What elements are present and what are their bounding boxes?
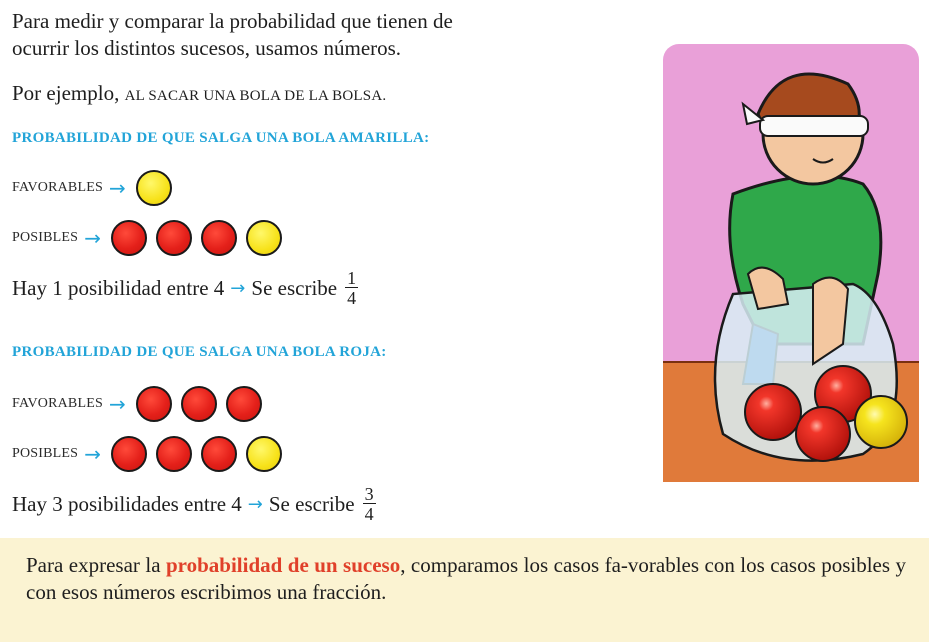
conclusion-box: Para expresar la probabilidad de un suce…: [0, 538, 929, 642]
yellow-ball: [245, 220, 282, 256]
arrow-right-icon: →: [84, 226, 101, 250]
blindfold: [759, 115, 869, 137]
result-text: Hay 1 posibilidad entre 4: [12, 275, 225, 300]
intro-line-1: Para medir y comparar la probabilidad qu…: [12, 9, 453, 33]
fraction: 1 4: [345, 268, 359, 308]
red-ball: [110, 220, 147, 256]
arrow-right-icon: →: [108, 176, 126, 200]
red-ball: [110, 436, 147, 472]
red-ball: [135, 386, 172, 422]
arrow-right-icon: →: [247, 493, 263, 515]
fraction-numerator: 1: [345, 268, 359, 288]
heading-red: PROBABILIDAD DE QUE SALGA UNA BOLA ROJA:: [12, 344, 387, 360]
result-text: Hay 3 posibilidades entre 4: [12, 491, 242, 516]
red-ball: [225, 386, 262, 422]
se-escribe-text: Se escribe: [268, 491, 355, 516]
ball-group: [110, 436, 291, 472]
yellow-favorables-row: FAVORABLES →: [12, 166, 181, 210]
intro-paragraph: Para medir y comparar la probabilidad qu…: [12, 8, 652, 62]
se-escribe-text: Se escribe: [251, 275, 338, 300]
red-posibles-row: POSIBLES →: [12, 432, 291, 476]
fraction-denominator: 4: [364, 504, 374, 524]
favorables-label: FAVORABLES: [12, 396, 103, 411]
example-caps: AL SACAR UNA BOLA DE LA BOLSA.: [124, 88, 387, 104]
intro-line-2: ocurrir los distintos sucesos, usamos nú…: [12, 36, 402, 60]
heading-yellow: PROBABILIDAD DE QUE SALGA UNA BOLA AMARI…: [12, 130, 430, 146]
red-result: Hay 3 posibilidades entre 4 → Se escribe…: [12, 484, 376, 524]
yellow-ball: [245, 436, 282, 472]
conclusion-text: Para expresar la probabilidad de un suce…: [26, 552, 906, 606]
posibles-label: POSIBLES: [12, 230, 79, 245]
yellow-ball: [854, 395, 908, 449]
fraction: 3 4: [362, 484, 376, 524]
red-ball: [795, 406, 851, 462]
ball-group: [135, 386, 271, 422]
red-ball: [155, 436, 192, 472]
arrow-right-icon: →: [230, 277, 246, 299]
red-favorables-row: FAVORABLES →: [12, 382, 271, 426]
fraction-denominator: 4: [347, 288, 357, 308]
arrow-right-icon: →: [84, 442, 101, 466]
ball-group: [135, 170, 181, 206]
red-ball: [180, 386, 217, 422]
yellow-result: Hay 1 posibilidad entre 4 → Se escribe 1…: [12, 268, 359, 308]
blindfolded-boy-illustration: [663, 44, 919, 482]
red-ball: [200, 220, 237, 256]
example-sentence: Por ejemplo, AL SACAR UNA BOLA DE LA BOL…: [12, 80, 386, 110]
hand-right: [812, 276, 850, 366]
hand-left: [746, 266, 790, 311]
ball-group: [110, 220, 291, 256]
yellow-ball: [135, 170, 172, 206]
red-ball: [200, 436, 237, 472]
conclusion-highlight: probabilidad de un suceso: [165, 553, 401, 577]
posibles-label: POSIBLES: [12, 446, 79, 461]
conclusion-before: Para expresar la: [26, 553, 166, 577]
red-ball: [744, 383, 802, 441]
conclusion-after: , comparamos los casos fa-vorables con l…: [26, 553, 906, 604]
arrow-right-icon: →: [108, 392, 126, 416]
favorables-label: FAVORABLES: [12, 180, 103, 195]
yellow-posibles-row: POSIBLES →: [12, 216, 291, 260]
red-ball: [155, 220, 192, 256]
example-lead: Por ejemplo,: [12, 81, 125, 105]
fraction-numerator: 3: [362, 484, 376, 504]
